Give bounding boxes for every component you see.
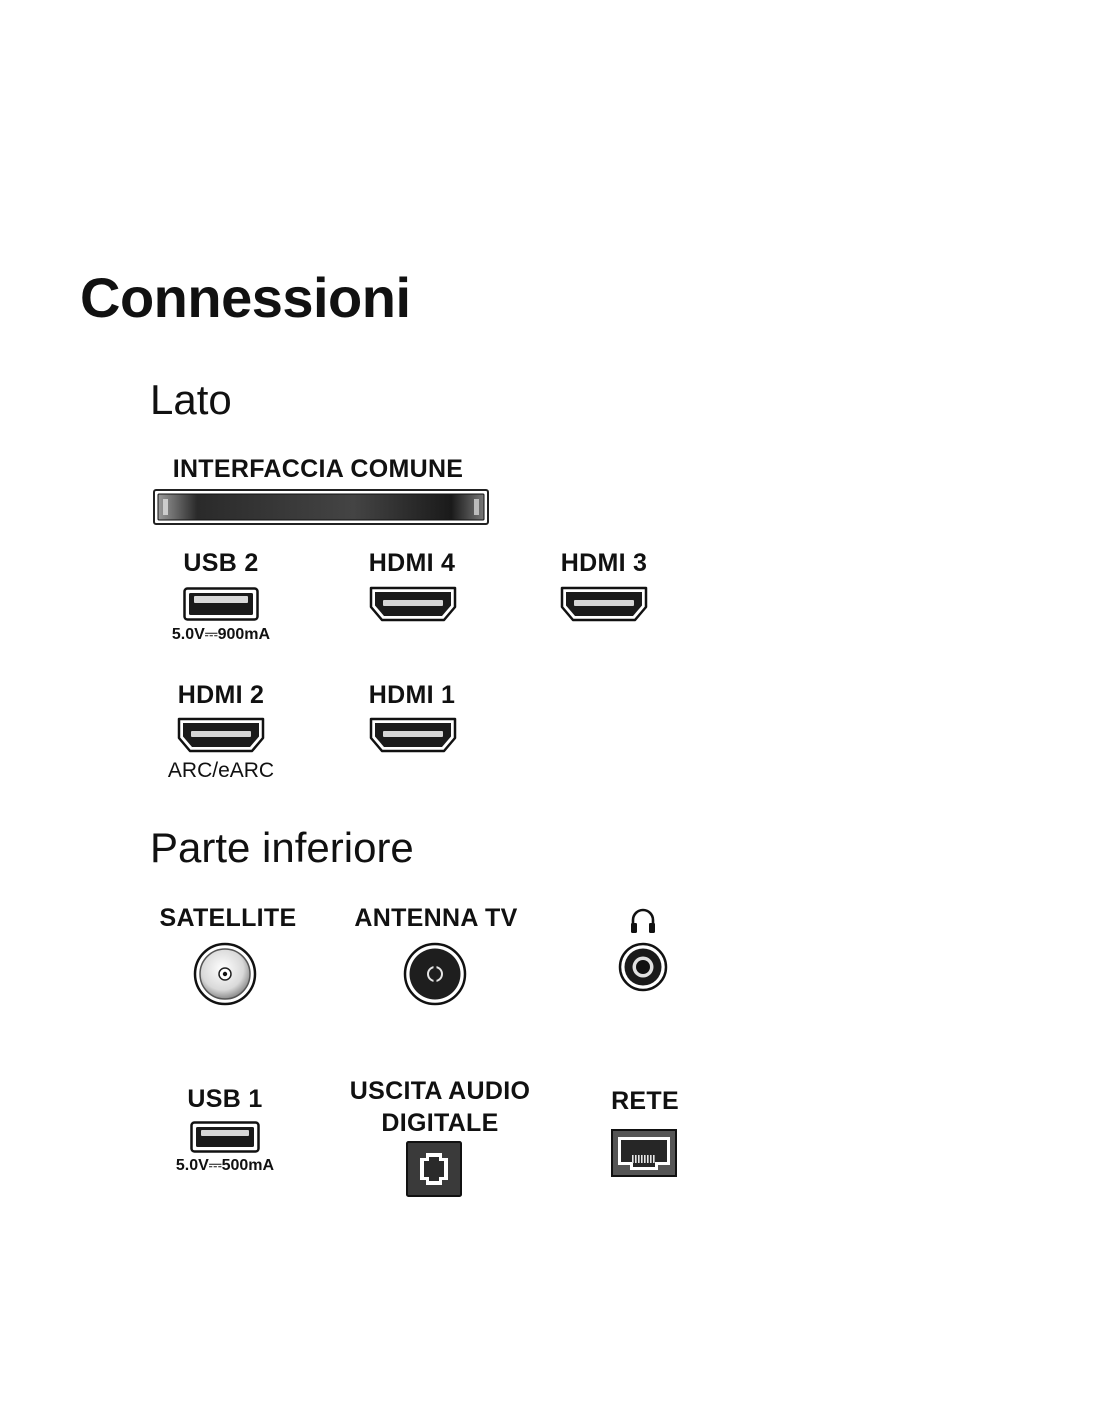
- usb-2-label: USB 2: [183, 549, 259, 577]
- network-label: RETE: [611, 1087, 679, 1115]
- satellite-label: SATELLITE: [159, 904, 297, 932]
- hdmi-port-icon: [560, 586, 648, 622]
- hdmi-3-label: HDMI 3: [560, 549, 648, 577]
- usb-port-icon: [190, 1121, 260, 1153]
- common-interface-label: INTERFACCIA COMUNE: [172, 455, 464, 483]
- digital-audio-label-line2: DIGITALE: [381, 1109, 499, 1137]
- usb-2-spec: 5.0V⎓900mA: [171, 626, 271, 643]
- usb-1-spec: 5.0V⎓500mA: [175, 1157, 275, 1174]
- digital-audio-label-line1: USCITA AUDIO: [349, 1077, 531, 1105]
- common-interface-slot-icon: [153, 489, 489, 525]
- section-heading-side: Lato: [150, 376, 232, 423]
- antenna-connector-icon: [403, 942, 467, 1006]
- ethernet-port-icon: [611, 1129, 677, 1177]
- antenna-tv-label: ANTENNA TV: [354, 904, 518, 932]
- page-title: Connessioni: [80, 266, 411, 329]
- headphone-jack-icon: [618, 942, 668, 992]
- hdmi-port-icon: [177, 717, 265, 753]
- satellite-connector-icon: [193, 942, 257, 1006]
- optical-audio-port-icon: [406, 1141, 462, 1197]
- hdmi-port-icon: [369, 717, 457, 753]
- usb-port-icon: [183, 587, 259, 621]
- hdmi-4-label: HDMI 4: [368, 549, 456, 577]
- headphone-symbol-icon: [631, 908, 655, 933]
- section-heading-bottom: Parte inferiore: [150, 824, 414, 871]
- usb-1-label: USB 1: [187, 1085, 263, 1113]
- hdmi-2-label: HDMI 2: [177, 681, 265, 709]
- hdmi-port-icon: [369, 586, 457, 622]
- hdmi-2-note: ARC/eARC: [167, 759, 275, 782]
- hdmi-1-label: HDMI 1: [368, 681, 456, 709]
